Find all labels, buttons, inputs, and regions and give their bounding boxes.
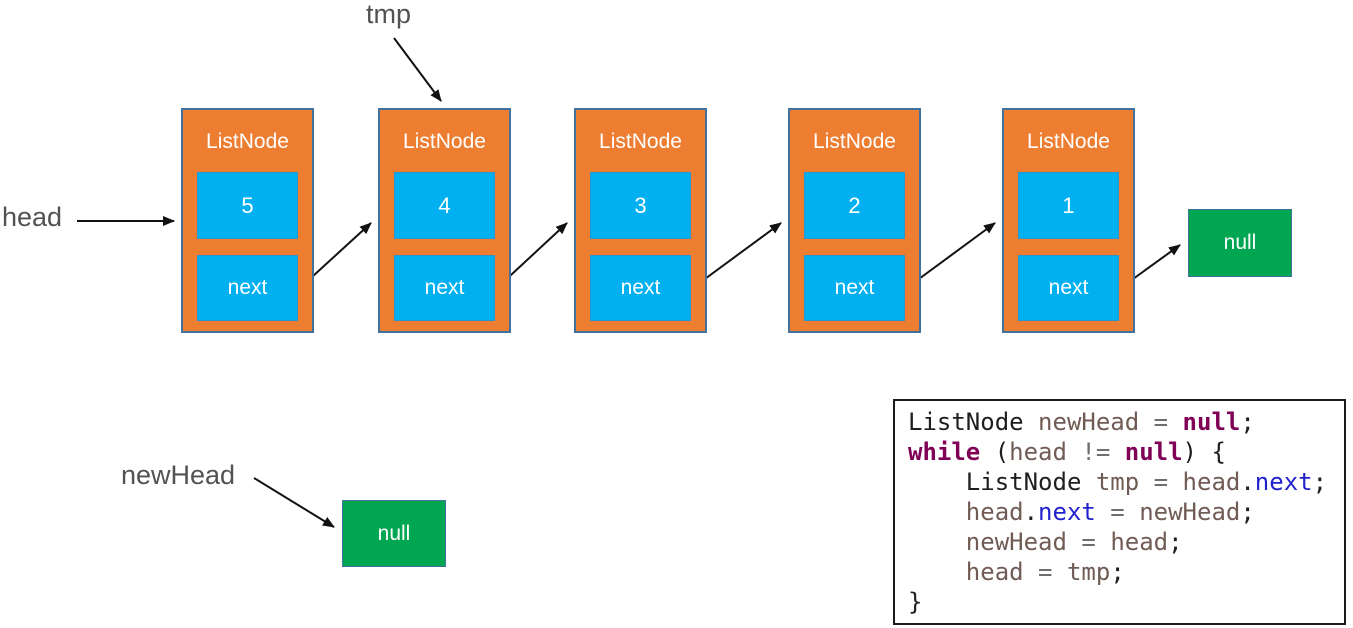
next-field: next [1018, 255, 1119, 321]
listnode-box-2: ListNode 2 next [788, 108, 921, 333]
listnode-title: ListNode [403, 130, 486, 153]
value-field: 3 [590, 172, 691, 239]
list-end-null-box: null [1188, 209, 1292, 277]
next-arrow-3 [693, 222, 782, 288]
code-line: } [908, 588, 923, 616]
listnode-title: ListNode [1027, 130, 1110, 153]
next-field: next [394, 255, 495, 321]
value-field: 2 [804, 172, 905, 239]
code-line: head = tmp; [965, 558, 1125, 586]
listnode-box-4: ListNode 4 next [378, 108, 511, 333]
code-line: ListNode newHead = null; [908, 408, 1255, 436]
newhead-null-box: null [342, 500, 446, 567]
listnode-title: ListNode [206, 130, 289, 153]
tmp-arrow [393, 37, 442, 102]
code-line: head.next = newHead; [965, 498, 1255, 526]
value-field: 4 [394, 172, 495, 239]
listnode-box-3: ListNode 3 next [574, 108, 707, 333]
next-field: next [197, 255, 298, 321]
listnode-box-5: ListNode 5 next [181, 108, 314, 333]
value-field: 1 [1018, 172, 1119, 239]
next-arrow-4 [907, 222, 996, 288]
next-field: next [804, 255, 905, 321]
value-field: 5 [197, 172, 298, 239]
listnode-box-1: ListNode 1 next [1002, 108, 1135, 333]
next-field: next [590, 255, 691, 321]
listnode-title: ListNode [813, 130, 896, 153]
code-line: newHead = head; [965, 528, 1183, 556]
code-line: ListNode tmp = head.next; [965, 468, 1328, 496]
head-label: head [2, 202, 63, 232]
tmp-label: tmp [366, 0, 412, 29]
newhead-arrow [253, 477, 335, 528]
code-lines: ListNode newHead = null;while (head != n… [908, 407, 1338, 617]
listnode-title: ListNode [599, 130, 682, 153]
newhead-label: newHead [121, 460, 236, 490]
code-line: while (head != null) { [908, 438, 1226, 466]
code-snippet: ListNode newHead = null;while (head != n… [893, 399, 1346, 625]
